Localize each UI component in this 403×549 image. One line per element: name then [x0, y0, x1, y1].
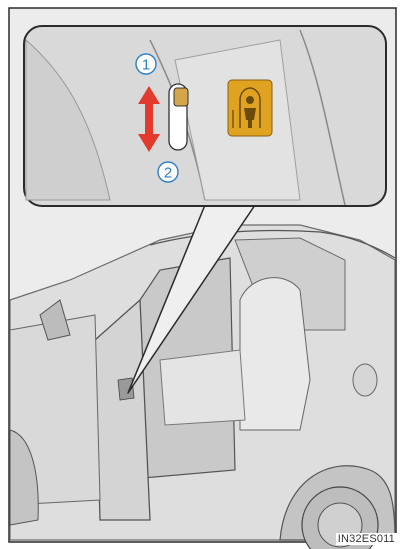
marker-2-label: 2: [164, 165, 172, 182]
marker-1-label: 1: [142, 57, 150, 74]
badge-child-head: [246, 96, 254, 104]
child-lock-lever: [169, 84, 188, 150]
child-lock-icon: [228, 80, 272, 136]
marker-2: 2: [158, 162, 178, 182]
lever-knob: [174, 88, 188, 106]
seat-cushion: [160, 350, 245, 425]
fuel-door: [353, 364, 377, 396]
arrow-shaft: [145, 102, 153, 136]
callout-panel: 1 2: [24, 26, 386, 206]
figure-code: IN32ES011: [336, 533, 397, 545]
marker-1: 1: [136, 54, 156, 74]
rear-seat: [240, 278, 310, 430]
opened-door: [95, 300, 150, 520]
